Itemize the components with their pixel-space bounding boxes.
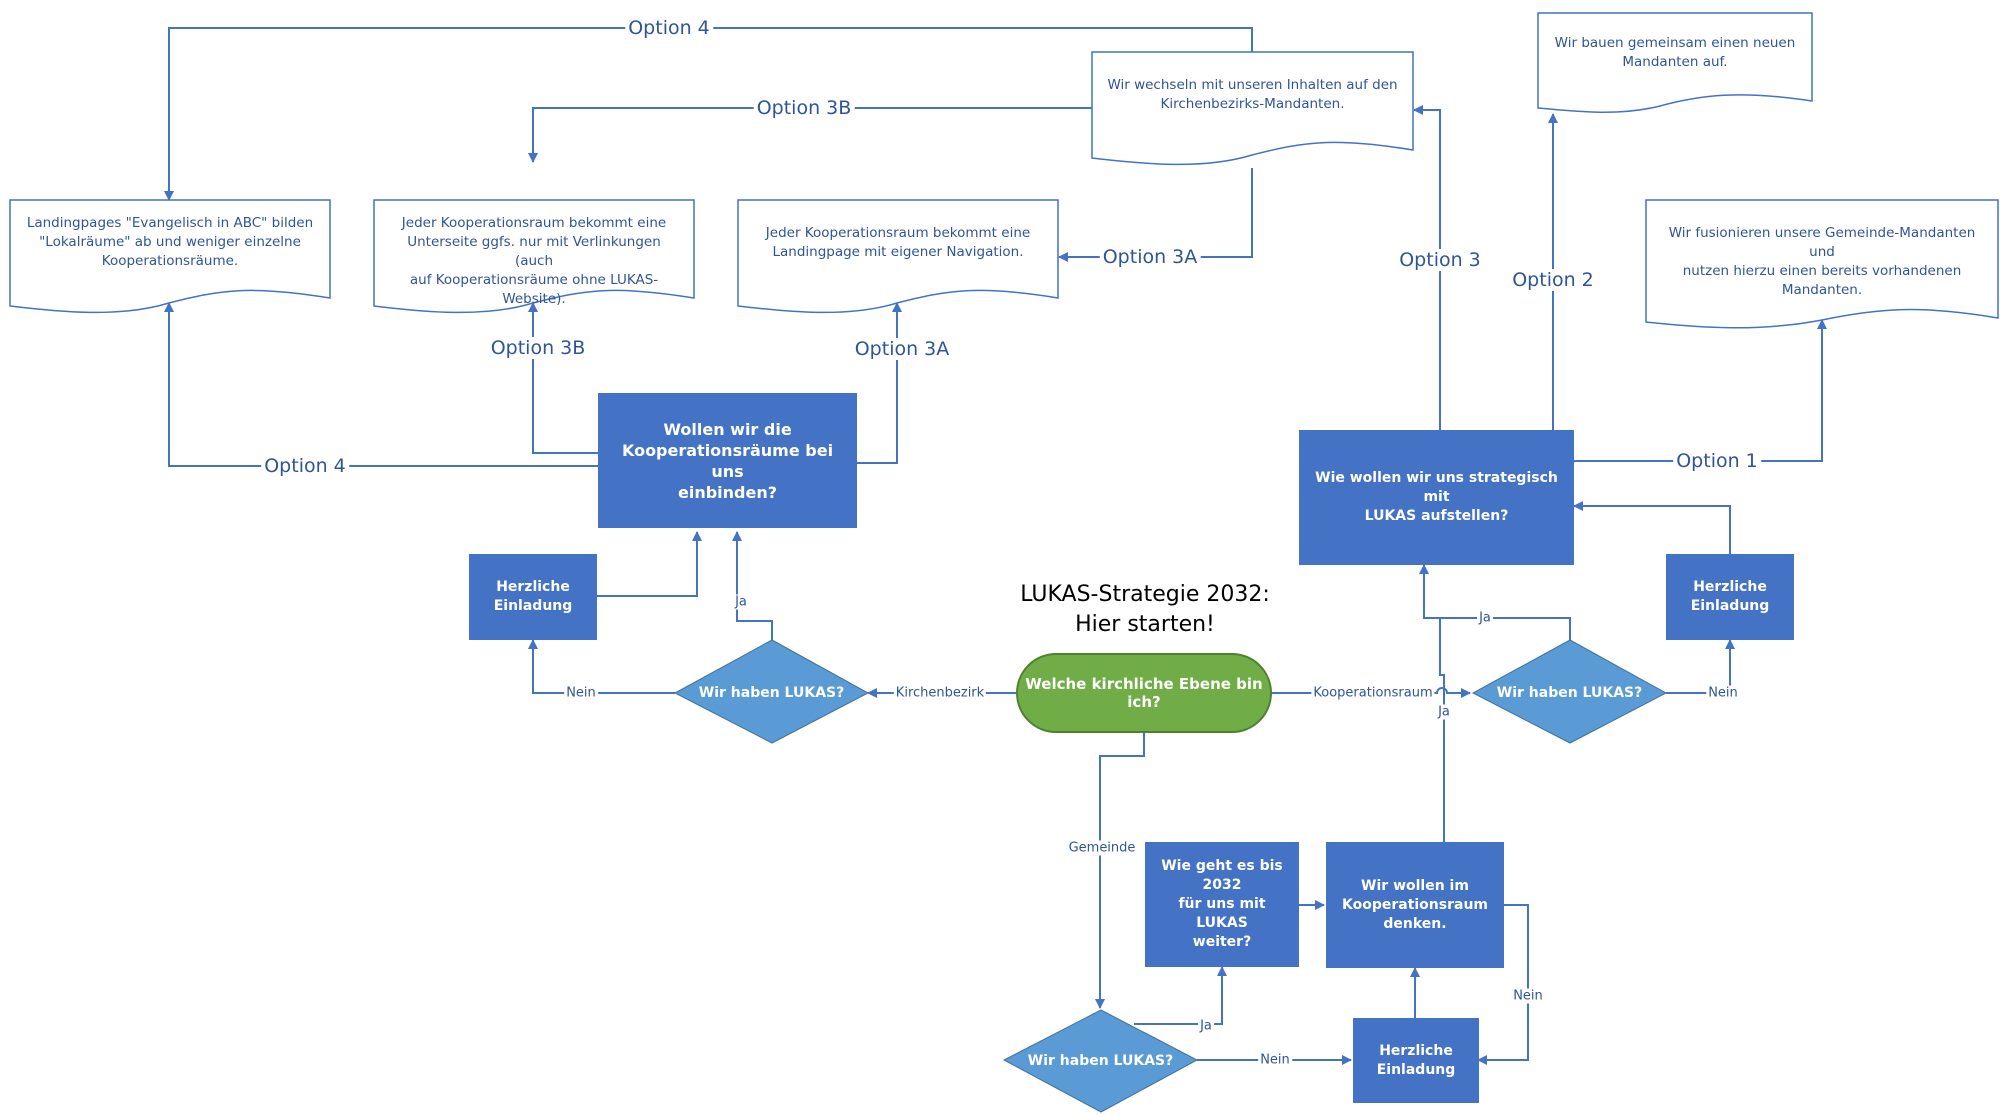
box-einladung-bottom: Herzliche Einladung [1353, 1018, 1479, 1103]
edge-einladung-right [1573, 501, 1731, 556]
option4-label-top: Option 4 [625, 17, 713, 39]
edge-label-nein-denken: Nein [1511, 988, 1545, 1004]
edge-einbinden-option3a [857, 302, 902, 464]
edge-bottom-ja [1134, 966, 1227, 1025]
option3b-label-left: Option 3B [487, 337, 589, 359]
document-shape-neuer-mandant [1537, 12, 1813, 113]
edge-label-ja-right-top: Ja [1477, 610, 1493, 626]
edge-label-nein-bottom: Nein [1258, 1052, 1292, 1068]
edge-label-kooperationsraum: Kooperationsraum [1311, 685, 1435, 701]
document-shape-landingpage-nav [737, 199, 1059, 314]
decision-left-label: Wir haben LUKAS? [698, 685, 845, 701]
edge-right-ja [1419, 564, 1571, 640]
box-einladung-right: Herzliche Einladung [1666, 554, 1794, 640]
edge-label-gemeinde: Gemeinde [1066, 840, 1138, 856]
edge-einbinden-option3b [528, 302, 598, 454]
option3b-label-top: Option 3B [753, 97, 855, 119]
edge-label-kirchenbezirk: Kirchenbezirk [893, 685, 987, 701]
box-strategisch: Wie wollen wir uns strategisch mit LUKAS… [1299, 430, 1574, 565]
box-weiter: Wie geht es bis 2032 für uns mit LUKAS w… [1145, 842, 1299, 967]
option3a-label-left: Option 3A [851, 338, 953, 360]
edge-left-ja [732, 531, 773, 640]
option3-label: Option 3 [1396, 249, 1484, 271]
decision-diamond-bottom [1002, 1009, 1199, 1113]
edge-label-nein-left: Nein [564, 685, 598, 701]
edge-left-nein [528, 639, 675, 694]
decision-diamond-right [1471, 639, 1668, 744]
decision-bottom-label: Wir haben LUKAS? [1027, 1053, 1174, 1069]
edge-wechseln-option3b [528, 107, 1092, 163]
decision-right-label: Wir haben LUKAS? [1496, 685, 1643, 701]
document-neuer-mandant: Wir bauen gemeinsam einen neuen Mandante… [1554, 35, 1796, 70]
document-fusionieren: Wir fusionieren unsere Gemeinde-Mandante… [1668, 225, 1976, 298]
edge-denken-ja [1439, 618, 1445, 842]
edge-strategisch-option1 [1574, 319, 1827, 462]
document-shape-landingpages [9, 199, 331, 314]
document-landingpages-abc: Landingpages "Evangelisch in ABC" bilden… [26, 215, 314, 269]
edge-label-ja-bottom: Ja [1198, 1018, 1214, 1034]
edge-einladung-left [597, 531, 702, 597]
diagram-title: LUKAS-Strategie 2032: Hier starten! [1020, 582, 1270, 637]
option4-label-left: Option 4 [261, 455, 349, 477]
document-shape-unterseite [373, 199, 695, 314]
box-einladung-left: Herzliche Einladung [469, 554, 597, 640]
option3a-label-right: Option 3A [1099, 246, 1201, 268]
edge-einbinden-option4 [164, 302, 598, 467]
box-kooperationsraum-denken: Wir wollen im Kooperationsraum denken. [1326, 842, 1504, 968]
document-landingpage-navigation: Jeder Kooperationsraum bekommt eine Land… [765, 225, 1031, 260]
edge-label-ja-right-bottom: Ja [1436, 704, 1452, 720]
box-einbinden: Wollen wir die Kooperationsräume bei uns… [598, 393, 857, 528]
document-unterseite: Jeder Kooperationsraum bekommt eine Unte… [401, 215, 667, 307]
start-node: Welche kirchliche Ebene bin ich? [1016, 653, 1272, 733]
edge-denken-nein [1477, 904, 1529, 1065]
edge-label-ja-left: Ja [733, 594, 749, 610]
edge-wechseln-option4 [164, 27, 1253, 201]
edge-wechseln-option3a [1058, 168, 1253, 262]
option1-label: Option 1 [1673, 450, 1761, 472]
edge-start-gemeinde [1095, 733, 1145, 1009]
decision-diamond-left [673, 639, 870, 744]
option2-label: Option 2 [1509, 269, 1597, 291]
edge-label-nein-right: Nein [1706, 685, 1740, 701]
edge-start-kooperationsraum [1272, 687, 1471, 698]
document-shape-wechseln [1091, 51, 1414, 166]
edge-strategisch-option3 [1413, 105, 1441, 430]
document-shape-fusionieren [1645, 199, 1999, 329]
document-wechseln: Wir wechseln mit unseren Inhalten auf de… [1107, 77, 1398, 112]
